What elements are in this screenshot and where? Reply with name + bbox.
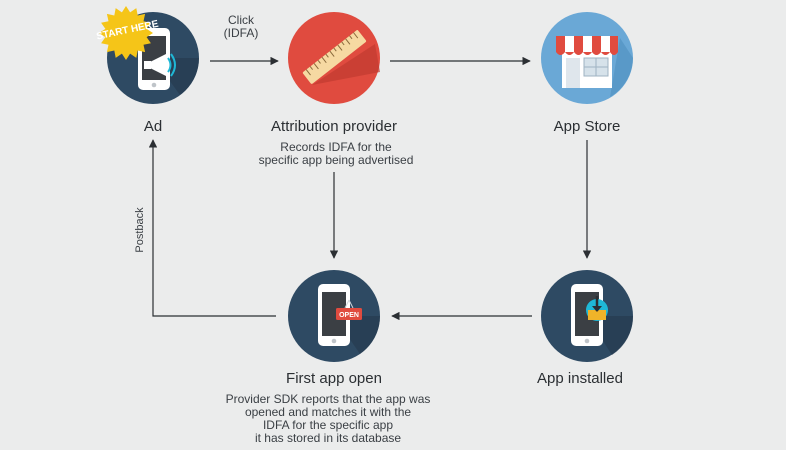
awning-icon <box>556 36 618 55</box>
open-sign-text: OPEN <box>339 312 359 319</box>
node-app-store <box>541 12 633 104</box>
open-sign-icon: OPEN <box>336 299 362 320</box>
app-store-label: App Store <box>553 118 621 135</box>
click-label-line: Click <box>228 13 254 27</box>
click-label-line: (IDFA) <box>223 26 259 40</box>
click-idfa-label: Click (IDFA) <box>219 14 263 40</box>
app-installed-label: App installed <box>537 370 623 387</box>
first-app-open-label: First app open <box>286 370 382 387</box>
description-line: IDFA for the specific app <box>262 418 394 432</box>
ad-label: Ad <box>143 118 163 135</box>
arrow-postback-to-ad <box>148 139 276 317</box>
description-line: specific app being advertised <box>258 153 414 167</box>
ruler-icon <box>302 30 367 84</box>
start-here-badge-icon: START HERE <box>95 6 160 60</box>
node-attribution-provider <box>288 12 380 104</box>
description-line: Records IDFA for the <box>280 140 392 154</box>
attribution-provider-description: Records IDFA for the specific app being … <box>259 141 414 167</box>
postback-label: Postback <box>134 207 146 253</box>
attribution-provider-label: Attribution provider <box>271 118 397 135</box>
storefront-icon <box>556 36 618 88</box>
description-line: it has stored in its database <box>254 431 402 445</box>
description-line: opened and matches it with the <box>244 405 412 419</box>
first-app-open-description: Provider SDK reports that the app was op… <box>226 393 431 445</box>
megaphone-icon <box>144 53 176 77</box>
node-first-app-open: OPEN <box>288 270 381 362</box>
node-ad: START HERE <box>95 6 199 104</box>
node-app-installed <box>541 270 634 362</box>
download-box-icon <box>586 296 608 321</box>
description-line: Provider SDK reports that the app was <box>225 392 431 406</box>
